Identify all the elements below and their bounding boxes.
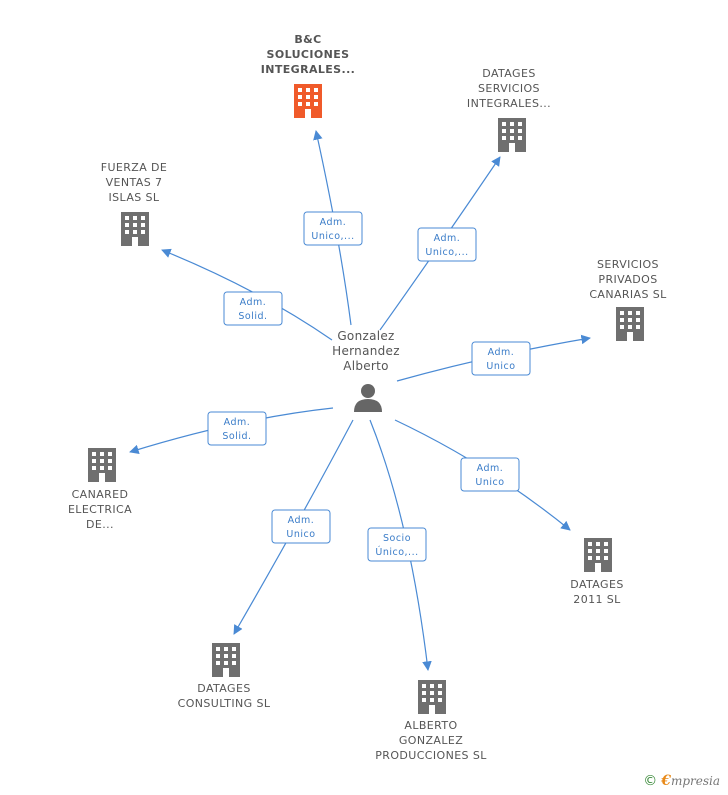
edge-fv7: Adm. Solid.	[161, 248, 333, 341]
edge-can: Adm. Solid.	[129, 407, 334, 455]
edges-layer: Adm.Unico,...Adm.Unico,...Adm.Solid.Adm.…	[129, 130, 591, 671]
company-label: ALBERTO	[404, 719, 457, 732]
building-icon	[418, 680, 446, 714]
company-node-fv7[interactable]: FUERZA DE VENTAS 7 ISLAS SL	[101, 161, 168, 246]
company-label: DE...	[86, 518, 114, 531]
edge-label-text: Adm.	[240, 297, 267, 308]
company-label: PRIVADOS	[598, 273, 657, 286]
company-node-dsi[interactable]: DATAGES SERVICIOS INTEGRALES...	[467, 67, 551, 152]
edge-label-text: Unico,...	[425, 247, 468, 258]
edge-label[interactable]: Adm. Unico,...	[417, 227, 477, 262]
center-label-line-2: Hernandez	[332, 344, 400, 358]
company-label: INTEGRALES...	[261, 63, 356, 76]
company-label: INTEGRALES...	[467, 97, 551, 110]
company-node-agp[interactable]: ALBERTO GONZALEZ PRODUCCIONES SL	[375, 680, 487, 762]
edge-label-text: Adm.	[288, 515, 315, 526]
edge-label[interactable]: Adm. Unico	[271, 509, 331, 544]
company-node-spc[interactable]: SERVICIOS PRIVADOS CANARIAS SL	[589, 258, 667, 341]
company-label: ELECTRICA	[68, 503, 132, 516]
company-label: PRODUCCIONES SL	[375, 749, 487, 762]
edge-label-text: Único,...	[375, 546, 418, 558]
company-label: SERVICIOS	[597, 258, 659, 271]
edge-label-box	[471, 341, 531, 376]
edge-label-text: Socio	[383, 533, 411, 544]
center-label-line-1: Gonzalez	[337, 329, 394, 343]
center-label-line-3: Alberto	[343, 359, 389, 373]
edge-label[interactable]: Adm. Unico,...	[303, 211, 363, 246]
edge-label-text: Solid.	[222, 431, 251, 442]
copyright-icon: ©	[643, 773, 658, 789]
company-label: CANARIAS SL	[589, 288, 667, 301]
company-node-dcon[interactable]: DATAGES CONSULTING SL	[178, 643, 271, 710]
edge-dsi: Adm. Unico,...	[379, 156, 501, 331]
edge-spc: Adm. Unico	[396, 334, 591, 382]
edge-label-box	[367, 527, 427, 562]
company-label: ISLAS SL	[109, 191, 160, 204]
edge-label-text: Adm.	[477, 463, 504, 474]
brand-name: mpresia	[670, 774, 720, 788]
edge-label-box	[417, 227, 477, 262]
edge-label-box	[223, 291, 283, 326]
center-person[interactable]: Gonzalez Hernandez Alberto	[332, 329, 400, 412]
company-node-bc[interactable]: B&C SOLUCIONES INTEGRALES...	[261, 33, 356, 118]
company-label: 2011 SL	[573, 593, 621, 606]
edge-agp: SocioÚnico,...	[367, 419, 432, 671]
edge-label-text: Adm.	[488, 347, 515, 358]
edge-label-text: Adm.	[224, 417, 251, 428]
edge-label-text: Unico	[475, 477, 504, 488]
building-icon	[294, 84, 322, 118]
building-icon	[212, 643, 240, 677]
edge-label[interactable]: Adm. Solid.	[223, 291, 283, 326]
edge-label-text: Unico	[486, 361, 515, 372]
brand-initial: €	[661, 773, 671, 789]
edge-label-box	[207, 411, 267, 446]
edge-label[interactable]: Adm. Unico	[471, 341, 531, 376]
company-node-can[interactable]: CANARED ELECTRICA DE...	[68, 448, 132, 531]
edge-label-text: Adm.	[434, 233, 461, 244]
building-icon	[498, 118, 526, 152]
company-label: DATAGES	[570, 578, 623, 591]
edge-label[interactable]: SocioÚnico,...	[367, 527, 427, 562]
edge-label-text: Adm.	[320, 217, 347, 228]
building-icon	[121, 212, 149, 246]
edge-label-text: Unico	[286, 529, 315, 540]
nodes-layer: B&C SOLUCIONES INTEGRALES... DATAGES SERVICI…	[68, 33, 667, 762]
company-label: SERVICIOS	[478, 82, 540, 95]
company-node-d2011[interactable]: DATAGES 2011 SL	[570, 538, 623, 606]
company-label: GONZALEZ	[399, 734, 463, 747]
company-label: B&C	[294, 33, 321, 46]
edge-label[interactable]: Adm. Unico	[460, 457, 520, 492]
company-label: CONSULTING SL	[178, 697, 271, 710]
company-label: CANARED	[72, 488, 129, 501]
company-label: FUERZA DE	[101, 161, 168, 174]
edge-label-box	[271, 509, 331, 544]
footer-brand: ©€mpresia	[643, 773, 720, 789]
building-icon	[616, 307, 644, 341]
company-label: SOLUCIONES	[267, 48, 350, 61]
edge-bc: Adm. Unico,...	[303, 130, 363, 326]
edge-dcon: Adm. Unico	[233, 419, 354, 635]
company-label: DATAGES	[482, 67, 535, 80]
edge-label-text: Solid.	[238, 311, 267, 322]
company-label: DATAGES	[197, 682, 250, 695]
person-icon	[354, 384, 382, 412]
building-icon	[584, 538, 612, 572]
building-icon	[88, 448, 116, 482]
edge-label-text: Unico,...	[311, 231, 354, 242]
edge-label[interactable]: Adm. Solid.	[207, 411, 267, 446]
company-label: VENTAS 7	[106, 176, 163, 189]
edge-label-box	[303, 211, 363, 246]
edge-d2011: Adm. Unico	[394, 419, 571, 531]
edge-label-box	[460, 457, 520, 492]
